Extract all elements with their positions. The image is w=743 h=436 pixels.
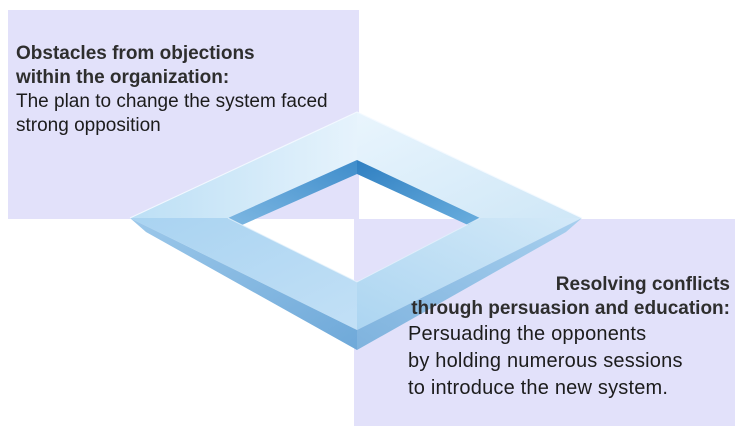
frame-inner-wall-right <box>357 160 480 225</box>
frame-inner-wall-left <box>228 160 357 225</box>
frame-edge-right <box>357 218 582 350</box>
obstacles-body-line2: strong opposition <box>16 115 161 136</box>
resolution-body-line2: by holding numerous sessions <box>408 350 683 372</box>
resolution-body-line3: to introduce the new system. <box>408 377 669 399</box>
obstacles-note: Obstacles from objections within the org… <box>16 42 361 138</box>
obstacles-heading-line1: Obstacles from objections <box>16 43 255 64</box>
resolution-body-line1: Persuading the opponents <box>408 323 647 345</box>
obstacles-body-line1: The plan to change the system faced <box>16 91 328 112</box>
resolution-heading-line1: Resolving conflicts <box>555 274 730 295</box>
resolution-note: Resolving conflicts through persuasion a… <box>408 273 730 402</box>
obstacles-heading-line2: within the organization: <box>16 67 230 88</box>
resolution-heading-line2: through persuasion and education: <box>411 298 730 319</box>
frame-edge-left <box>130 218 357 350</box>
